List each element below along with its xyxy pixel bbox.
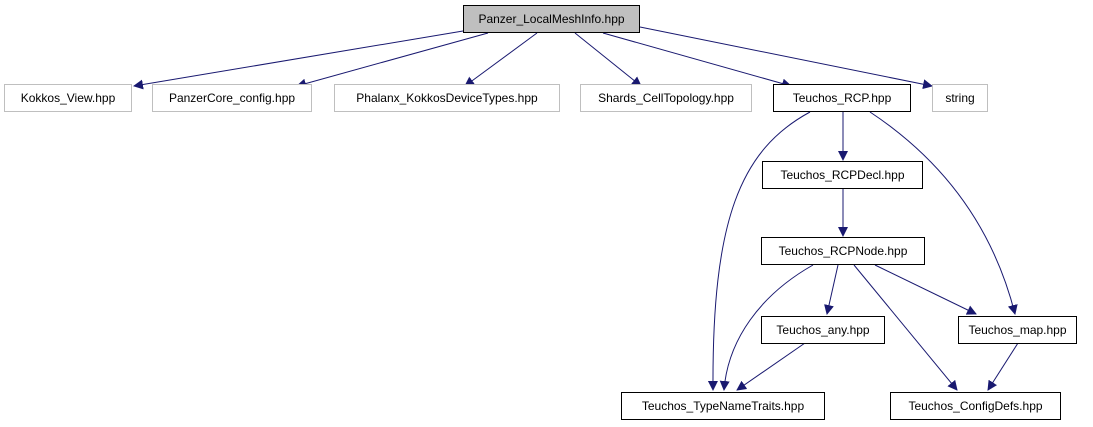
edge-root-kokkos-view (133, 30, 464, 90)
edge-rcpnode-configdefs (853, 264, 958, 391)
phalanx-kokkos-device-types-node: Phalanx_KokkosDeviceTypes.hpp (334, 84, 560, 112)
edge-rcp-map (869, 111, 1018, 315)
teuchos-configdefs-node[interactable]: Teuchos_ConfigDefs.hpp (890, 392, 1061, 420)
string-node: string (932, 84, 988, 112)
root-file-node: Panzer_LocalMeshInfo.hpp (463, 5, 640, 33)
teuchos-rcp-node[interactable]: Teuchos_RCP.hpp (773, 84, 911, 112)
edge-root-shards-celltopology (574, 32, 642, 87)
kokkos-view-node: Kokkos_View.hpp (4, 84, 132, 112)
edge-any-typenametraits (736, 342, 806, 391)
edge-rcp-typenametraits (707, 111, 811, 391)
edge-map-configdefs (987, 342, 1019, 391)
edge-root-phalanx-kokkos (464, 32, 538, 87)
edge-rcpnode-map (874, 264, 977, 315)
edge-root-string (639, 26, 933, 90)
teuchos-rcpdecl-node[interactable]: Teuchos_RCPDecl.hpp (762, 161, 923, 189)
teuchos-map-node[interactable]: Teuchos_map.hpp (958, 316, 1077, 344)
shards-celltopology-node: Shards_CellTopology.hpp (580, 84, 752, 112)
teuchos-rcpnode-node[interactable]: Teuchos_RCPNode.hpp (761, 237, 925, 265)
panzercore-config-node: PanzerCore_config.hpp (152, 84, 312, 112)
teuchos-typenametraits-node[interactable]: Teuchos_TypeNameTraits.hpp (621, 392, 825, 420)
edge-rcpnode-typenametraits (719, 264, 814, 391)
edge-root-panzercore-config (296, 32, 489, 89)
edge-root-teuchos-rcp (602, 32, 792, 89)
edge-rcpnode-any (824, 264, 839, 315)
teuchos-any-node[interactable]: Teuchos_any.hpp (761, 316, 885, 344)
